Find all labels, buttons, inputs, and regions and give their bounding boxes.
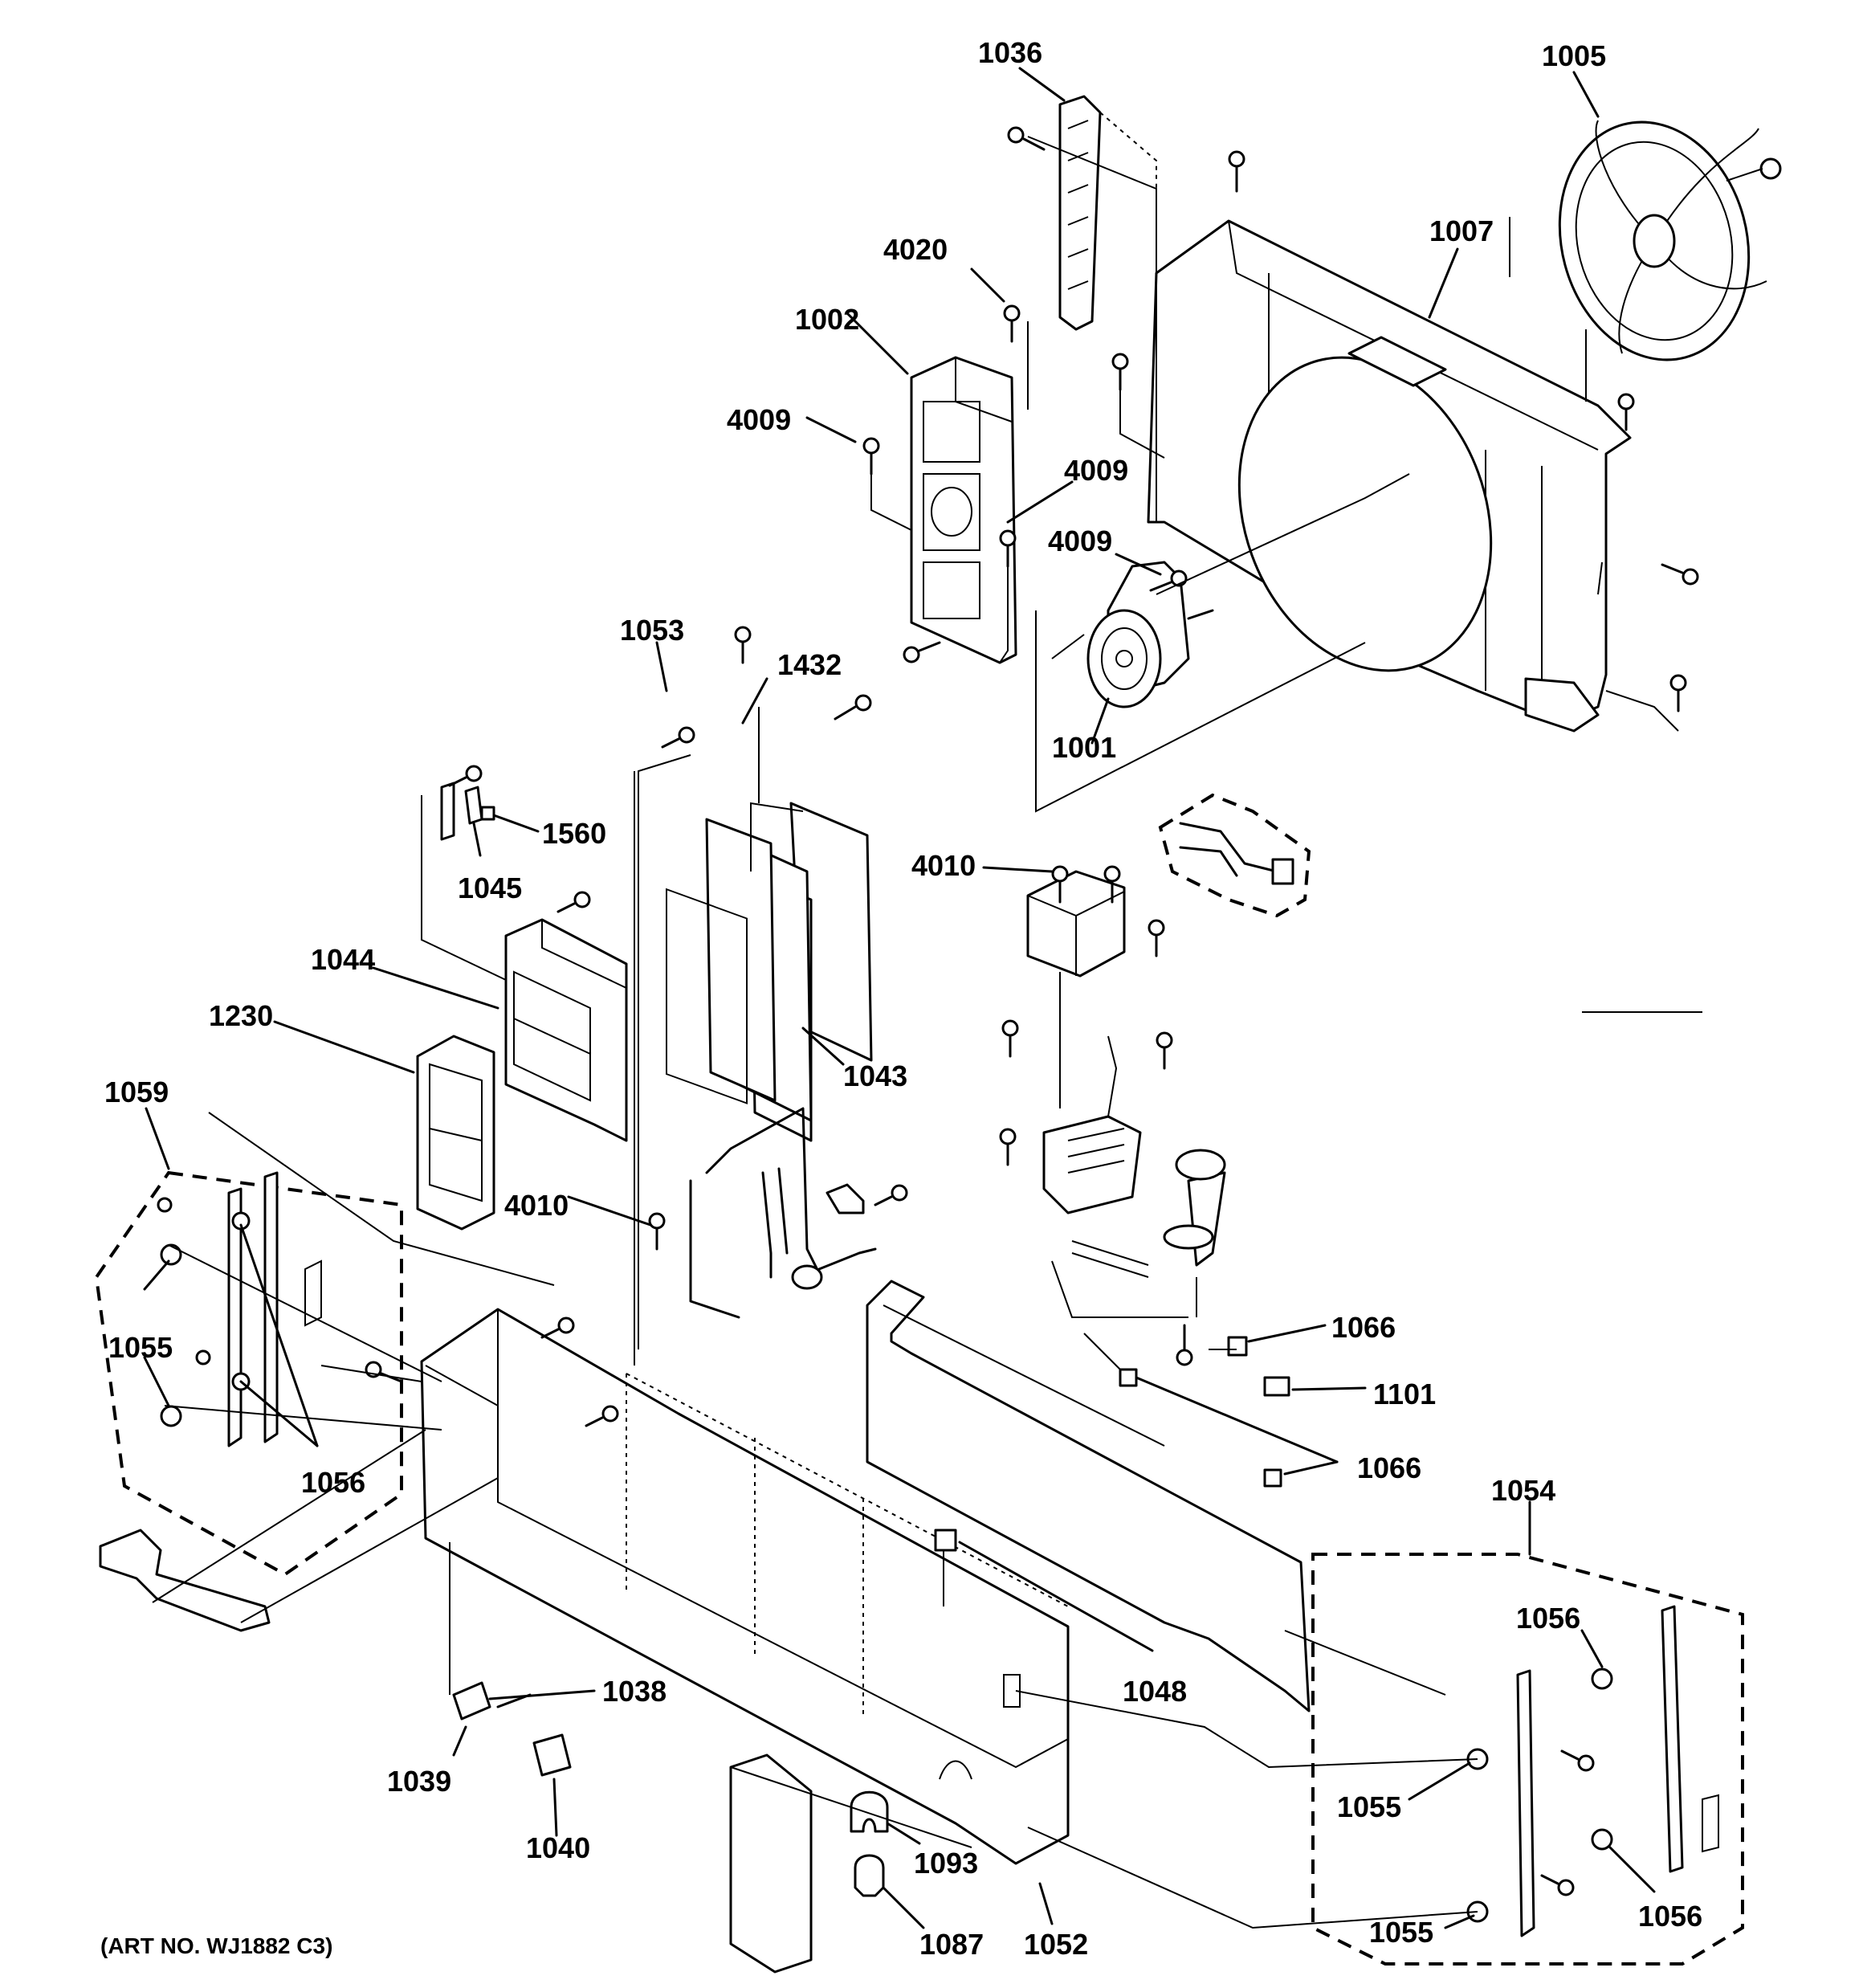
callout-4009-upper-left: 4009: [727, 403, 791, 436]
callout-1055-left: 1055: [108, 1331, 173, 1364]
callout-1056-left: 1056: [301, 1466, 365, 1499]
callout-1005: 1005: [1542, 39, 1606, 72]
fan-shroud-1007: [1147, 217, 1632, 733]
control-bracket-1044: [504, 918, 628, 1142]
assembly-lines: [152, 136, 1702, 1929]
callout-1055-right-upper: 1055: [1337, 1790, 1401, 1823]
capacitor-assembly: [1026, 870, 1226, 1278]
harness-connector: [1158, 793, 1311, 918]
callout-1066-lower: 1066: [1357, 1451, 1421, 1484]
bracket-group-1059: [94, 1170, 403, 1577]
callout-1087: 1087: [919, 1928, 984, 1961]
bracket-1002: [910, 356, 1017, 664]
callout-1001: 1001: [1052, 731, 1116, 764]
callout-1056-right-upper: 1056: [1516, 1602, 1580, 1635]
callout-1053: 1053: [620, 614, 684, 647]
plates-1048-1101-1066: [826, 1183, 1290, 1552]
callout-1230: 1230: [209, 999, 273, 1032]
callout-1066-upper: 1066: [1331, 1311, 1396, 1344]
rear-panel: [866, 1280, 1311, 1712]
callout-labels: 1036 1005 1007 4020 1002 4009 4009 4009 …: [100, 36, 1702, 1961]
callout-1043: 1043: [843, 1059, 907, 1092]
callout-1044: 1044: [311, 943, 375, 976]
callout-1036: 1036: [978, 36, 1042, 69]
callout-1055-right-lower: 1055: [1369, 1916, 1433, 1949]
art-number: (ART NO. WJ1882 C3): [100, 1933, 332, 1958]
callout-1007: 1007: [1429, 214, 1494, 247]
callout-1040: 1040: [526, 1831, 590, 1864]
callout-1432: 1432: [777, 648, 842, 681]
parts-1560-1045: [421, 782, 507, 981]
callout-4010-upper: 4010: [911, 849, 976, 882]
callout-4020: 4020: [883, 233, 948, 266]
callout-1045: 1045: [458, 872, 522, 904]
fan-blade-1005: [1558, 120, 1782, 361]
tube-assembly: [689, 1107, 877, 1319]
base-pan: [420, 1308, 1070, 1865]
callout-1093: 1093: [914, 1847, 978, 1880]
bracket-1036: [1058, 95, 1157, 331]
bushings-1093-1087: [850, 1790, 889, 1897]
callout-1002: 1002: [795, 303, 859, 336]
leader-lines: [143, 67, 1656, 1929]
callout-1039: 1039: [387, 1765, 451, 1798]
filter-assembly-1043: [666, 802, 873, 1142]
callout-1038: 1038: [602, 1675, 667, 1708]
cover-plate: [729, 1753, 813, 1974]
bracket-group-1054: [1311, 1553, 1744, 1966]
callout-4009-right: 4009: [1048, 525, 1112, 557]
bezel-1230: [416, 1035, 495, 1231]
fan-motor-1001: [1086, 561, 1214, 708]
callout-4009-middle: 4009: [1064, 454, 1128, 487]
callout-1054: 1054: [1491, 1474, 1555, 1507]
callout-1101: 1101: [1373, 1378, 1436, 1410]
callout-1059: 1059: [104, 1076, 169, 1108]
callout-1048: 1048: [1123, 1675, 1187, 1708]
callout-1560: 1560: [542, 817, 606, 850]
callout-1056-right-lower: 1056: [1638, 1900, 1702, 1933]
drain-pan: [99, 1529, 271, 1632]
switch-parts-1038-1039-1040: [452, 1681, 572, 1777]
callout-4010-lower: 4010: [504, 1189, 569, 1222]
callout-1052: 1052: [1024, 1928, 1088, 1961]
